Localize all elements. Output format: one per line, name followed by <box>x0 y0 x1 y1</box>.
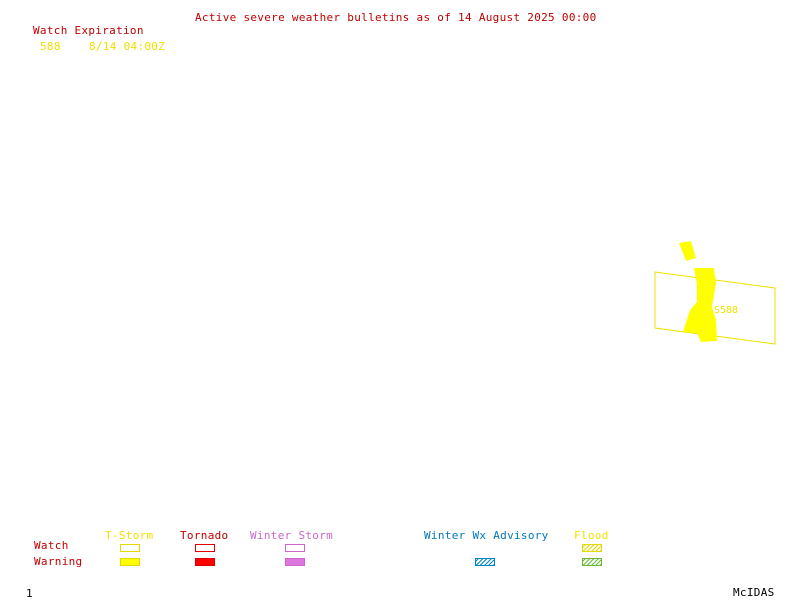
tornado-warning-swatch <box>195 558 215 566</box>
legend-warning-row-label: Warning <box>34 555 83 568</box>
watch-expiry-time: 8/14 04:00Z <box>89 40 166 53</box>
legend-flood-label: Flood <box>574 529 609 542</box>
watch-expiration-heading: Watch Expiration <box>33 24 144 37</box>
legend-winter-advisory-label: Winter Wx Advisory <box>424 529 549 542</box>
winter-storm-warning-swatch <box>285 558 305 566</box>
mcidas-brand: McIDAS <box>733 586 775 599</box>
bulletin-title: Active severe weather bulletins as of 14… <box>195 11 597 24</box>
legend-watch-row-label: Watch <box>34 539 69 552</box>
tstorm-warning-polygon-north <box>679 241 696 261</box>
tstorm-warning-polygon-main <box>683 268 717 342</box>
legend-tstorm-label: T-Storm <box>105 529 154 542</box>
flood-warning-swatch <box>582 558 602 566</box>
watch-area-label: S588 <box>714 305 738 316</box>
winter-storm-watch-swatch <box>285 544 305 552</box>
watch-area-outline <box>654 271 776 345</box>
legend-winter-storm-label: Winter Storm <box>250 529 334 542</box>
tstorm-warning-swatch <box>120 558 140 566</box>
legend-tornado-label: Tornado <box>180 529 229 542</box>
tstorm-watch-swatch <box>120 544 140 552</box>
winter-advisory-warning-swatch <box>475 558 495 566</box>
flood-watch-swatch <box>582 544 602 552</box>
page-number: 1 <box>26 587 33 600</box>
watch-number: 588 <box>40 40 61 53</box>
tornado-watch-swatch <box>195 544 215 552</box>
